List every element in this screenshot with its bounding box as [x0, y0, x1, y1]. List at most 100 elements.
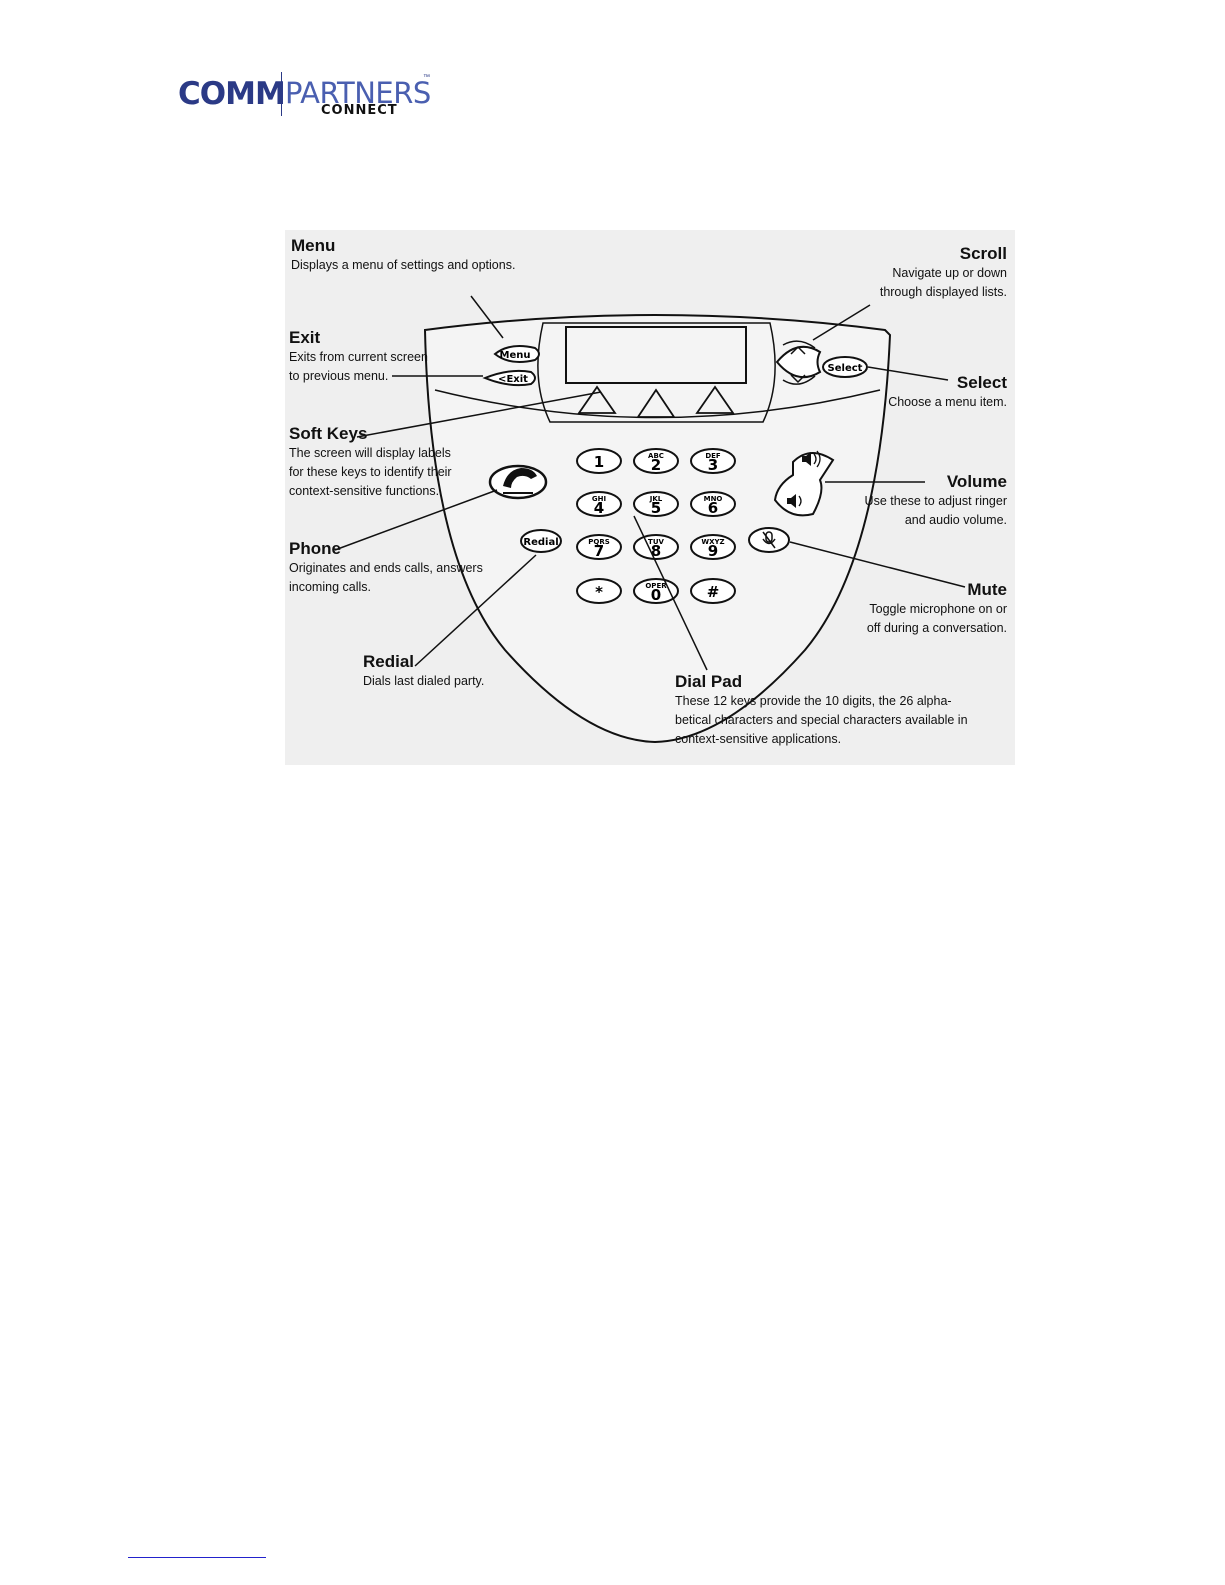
callout-volume: Volume Use these to adjust ringer and au… [865, 472, 1007, 530]
logo-divider [281, 72, 282, 116]
volume-title: Volume [946, 472, 1007, 491]
dial-key-letters: OPER [645, 582, 667, 590]
phone-body [423, 314, 892, 744]
dial-key-letters: ABC [648, 452, 664, 460]
phone-button[interactable] [488, 464, 548, 500]
phone-handset-icon [503, 468, 537, 488]
callout-select: Select Choose a menu item. [888, 373, 1007, 412]
phone-diagram: Menu <Exit Select [285, 230, 1015, 765]
scroll-buttons[interactable] [775, 340, 822, 385]
dial-pad-desc: These 12 keys provide the 10 digits, the… [675, 694, 968, 746]
exit-button-label: Exit [506, 374, 528, 385]
soft-key-1 [577, 385, 617, 414]
soft-keys-title: Soft Keys [289, 424, 368, 443]
logo-trademark: ™ [423, 74, 430, 81]
volume-desc: Use these to adjust ringer and audio vol… [864, 494, 1007, 527]
logo-connect: CONNECT [321, 103, 398, 118]
select-button-label: Select [828, 363, 863, 374]
display-bezel [537, 322, 776, 423]
svg-text:<Exit: <Exit [498, 374, 528, 385]
exit-title: Exit [289, 328, 321, 347]
mute-button[interactable] [748, 527, 790, 553]
dial-key-letters: JKL [649, 495, 663, 503]
dial-key-letters: PQRS [588, 538, 610, 546]
select-button[interactable]: Select [822, 356, 868, 378]
soft-key-2 [636, 388, 676, 418]
redial-button-label: Redial [523, 537, 558, 548]
callout-soft-keys: Soft Keys The screen will display labels… [289, 424, 452, 501]
redial-desc: Dials last dialed party. [363, 674, 485, 688]
callout-scroll: Scroll Navigate up or down through displ… [880, 244, 1007, 302]
dial-key-letters: DEF [705, 452, 721, 460]
phone-title: Phone [289, 539, 341, 558]
dial-key-digit: 5 [651, 499, 661, 517]
select-desc: Choose a menu item. [888, 395, 1007, 409]
callout-exit: Exit Exits from current screen to previo… [289, 328, 428, 386]
redial-button[interactable]: Redial [520, 529, 562, 553]
company-logo: COMM PARTNERS ™ CONNECT [178, 70, 438, 122]
callout-redial: Redial Dials last dialed party. [363, 652, 484, 691]
redial-title: Redial [363, 652, 415, 671]
dial-key-digit: 6 [708, 499, 718, 517]
menu-title: Menu [291, 236, 336, 255]
dial-key-1[interactable]: 1 [576, 448, 622, 474]
dial-pad-title: Dial Pad [675, 672, 743, 691]
speaker-quiet-icon [787, 494, 802, 508]
arrow-left-icon: < [498, 374, 506, 385]
dial-key-letters: WXYZ [701, 538, 724, 546]
dial-key-star[interactable]: * [576, 578, 622, 604]
logo-comm: COMM [178, 76, 286, 112]
mute-title: Mute [967, 580, 1007, 599]
dial-key-digit: 9 [708, 542, 718, 560]
dial-key-digit: 1 [594, 453, 604, 471]
menu-desc: Displays a menu of settings and options. [291, 258, 516, 272]
chevron-up-icon [790, 345, 806, 355]
leader-lines [334, 295, 966, 671]
soft-keys-desc: The screen will display labels for these… [289, 446, 452, 498]
dial-key-digit: 2 [651, 456, 661, 474]
exit-desc: Exits from current screen to previous me… [289, 350, 428, 383]
callout-dial-pad: Dial Pad These 12 keys provide the 10 di… [675, 672, 968, 749]
footer-link-underline [128, 1557, 266, 1558]
callout-menu: Menu Displays a menu of settings and opt… [291, 236, 515, 275]
volume-buttons[interactable] [773, 450, 835, 517]
speaker-loud-icon [802, 450, 821, 468]
dial-key-digit: 4 [594, 499, 604, 517]
display-screen [565, 326, 747, 384]
mute-desc: Toggle microphone on or off during a con… [866, 602, 1007, 635]
chevron-down-icon [790, 374, 806, 384]
phone-illustration: Menu <Exit Select [334, 295, 966, 744]
exit-button[interactable]: <Exit [482, 369, 536, 387]
callout-mute: Mute Toggle microphone on or off during … [867, 580, 1007, 638]
microphone-muted-icon [762, 531, 776, 549]
dial-key-letters: GHI [592, 495, 606, 503]
dial-key-digit: 0 [651, 586, 661, 604]
dial-key-hash[interactable]: # [690, 578, 736, 604]
dial-key-digit: 8 [651, 542, 661, 560]
select-title: Select [956, 373, 1007, 392]
dial-key-digit: 3 [708, 456, 718, 474]
soft-key-3 [695, 385, 735, 414]
dial-key-digit: 7 [594, 542, 604, 560]
dial-key-digit: * [595, 583, 603, 601]
scroll-desc: Navigate up or down through displayed li… [879, 266, 1007, 299]
logo-partners: PARTNERS [285, 76, 431, 110]
dial-key-letters: TUV [648, 538, 664, 546]
scroll-title: Scroll [959, 244, 1007, 263]
menu-button[interactable]: Menu [493, 345, 540, 363]
phone-desc: Originates and ends calls, answers incom… [289, 561, 483, 594]
menu-button-label: Menu [500, 350, 531, 361]
dial-key-letters: MNO [704, 495, 723, 503]
callout-phone: Phone Originates and ends calls, answers… [289, 539, 483, 597]
dial-key-digit: # [707, 583, 720, 601]
